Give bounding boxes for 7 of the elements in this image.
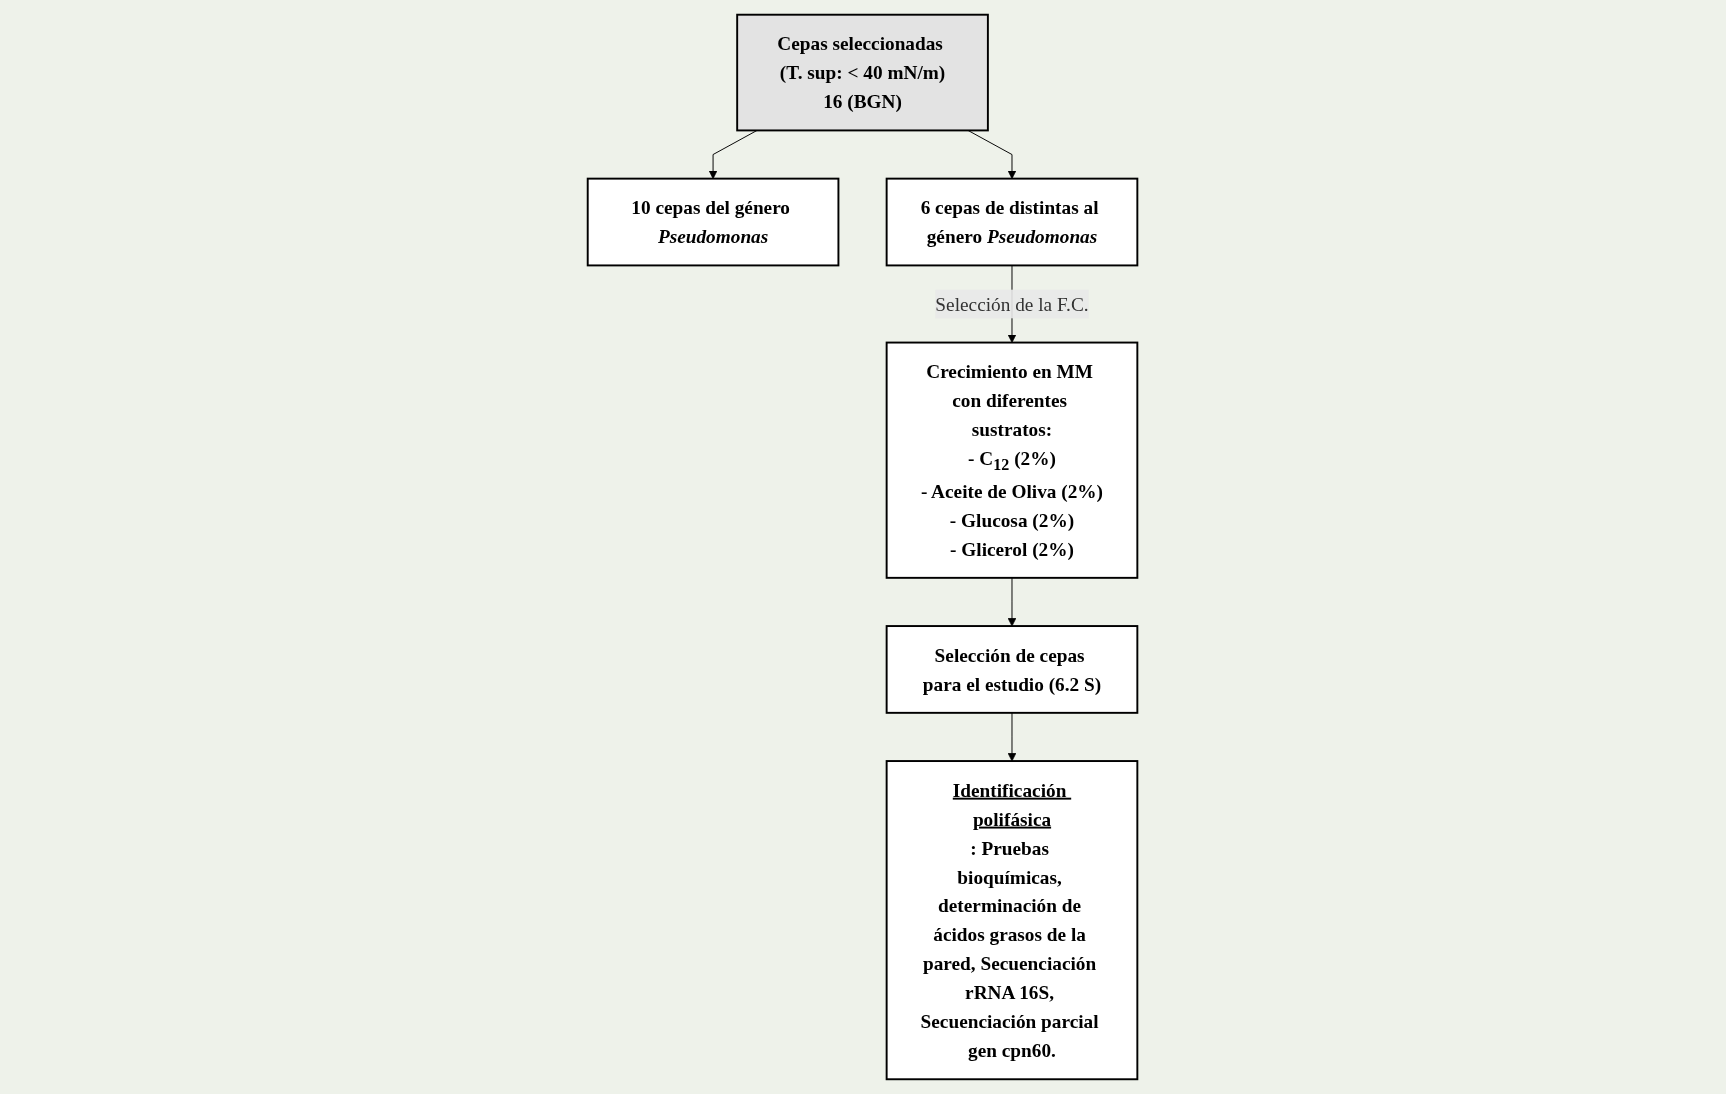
node-box: 10 cepas del género Pseudomonas bbox=[587, 177, 840, 267]
node-box: Selección de cepas para el estudio (6.2 S) bbox=[886, 625, 1139, 714]
node-box: Crecimiento en MM con diferentes sustratos: - C$_{12}$ (2%) - Aceite de Oliva (2%) - Glucosa (2%) - Glicerol (2%) bbox=[886, 341, 1139, 579]
node-box: Identificación polifásica : Pruebas bioquímicas, determinación de ácidos grasos de la pared, Secuenciación rRNA 16S, Secuenciación parcial gen cpn60. bbox=[886, 760, 1139, 1081]
edge-label: Selección de la F.C. bbox=[935, 293, 1090, 315]
node-box: Cepas seleccionadas (T. sup: < 40 mN/m) 16 (BGN) bbox=[736, 13, 990, 132]
node-box: 6 cepas de distintas al género Pseudomonas bbox=[886, 177, 1139, 267]
